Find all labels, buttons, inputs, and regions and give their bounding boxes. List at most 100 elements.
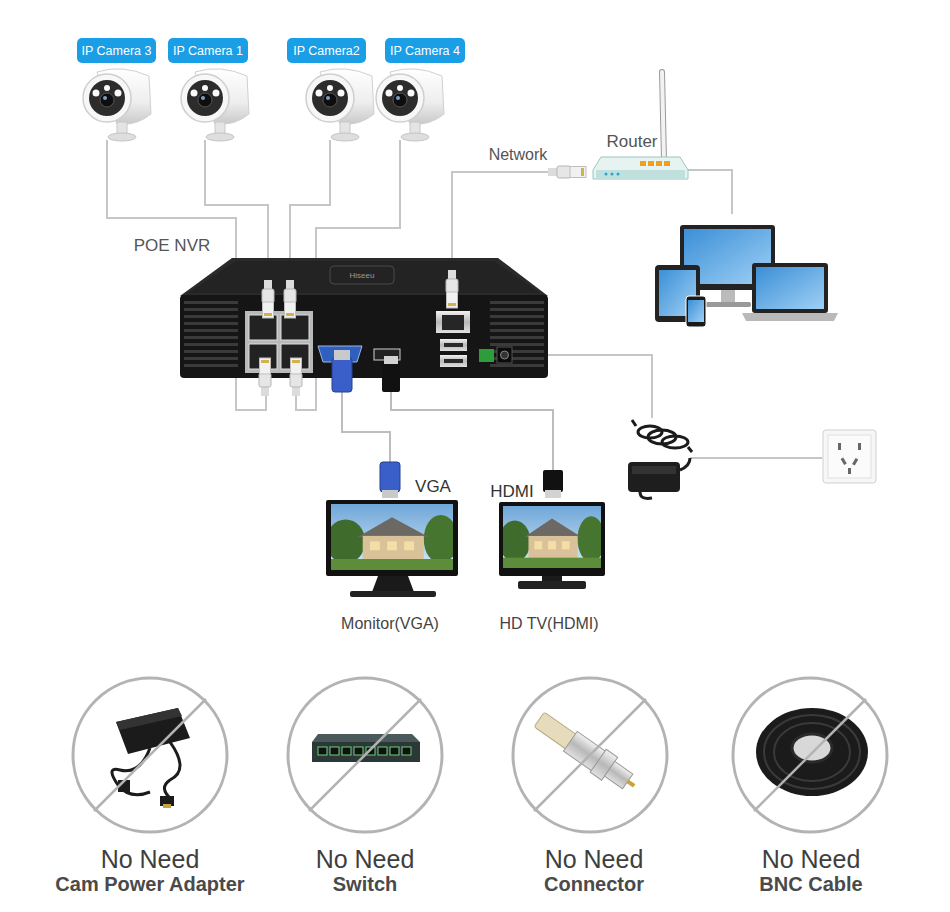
device-label: Router [606, 132, 657, 152]
circle-outline [285, 675, 445, 835]
no-need-circle: No NeedConnector [510, 675, 670, 835]
network-switch-icon [312, 734, 420, 742]
client-devices [742, 313, 838, 321]
hd-tv [499, 502, 605, 589]
vga-monitor [372, 576, 414, 592]
bnc-connector-icon [627, 780, 636, 788]
power-adapter-icon [164, 742, 180, 800]
vga-monitor [326, 500, 458, 576]
power-adapter [628, 420, 692, 498]
power-cable [690, 457, 822, 459]
camera-label: IP Camera 4 [385, 38, 465, 63]
cable-label: Network [489, 146, 548, 164]
router [640, 161, 646, 166]
display-label: Monitor(VGA) [341, 615, 439, 633]
nvr-recorder [436, 311, 470, 333]
network-switch-icon [354, 747, 363, 755]
item-name: Connector [454, 873, 734, 896]
nvr-recorder [249, 315, 277, 340]
circle-outline [733, 678, 887, 832]
rj45-plug [284, 280, 296, 318]
nvr-recorder [184, 300, 238, 370]
nvr-recorder [281, 315, 309, 340]
rj45-plug [259, 166, 586, 396]
nvr-recorder [318, 346, 362, 362]
bnc-connector-icon [531, 708, 642, 797]
rj45-plug [262, 280, 274, 318]
prohibit-slash [754, 699, 866, 811]
bnc-connector-icon [604, 761, 632, 788]
network-switch-icon [402, 747, 411, 755]
hdmi-plug [382, 362, 400, 392]
router [662, 72, 664, 160]
vga-cable [342, 392, 390, 462]
nvr-recorder [180, 258, 548, 296]
router [596, 170, 685, 179]
ip-camera [306, 69, 374, 141]
port-label: VGA [415, 477, 451, 497]
hdmi-cable [391, 392, 553, 470]
prohibit-slash [94, 699, 206, 811]
camera-name: IP Camera 3 [82, 44, 152, 58]
hdmi-plug [384, 356, 398, 364]
client-devices [756, 267, 824, 309]
vga-plug [332, 358, 352, 392]
hd-tv [518, 581, 586, 589]
power-adapter [662, 436, 688, 448]
wall-outlet [823, 430, 876, 483]
power-adapter-icon [116, 708, 190, 754]
wall-outlet [852, 458, 858, 466]
vga-plug [334, 350, 350, 360]
circle-outline [513, 678, 667, 832]
item-name: Cam Power Adapter [10, 873, 290, 896]
wall-outlet [823, 430, 876, 483]
circle-outline [288, 678, 442, 832]
no-need-heading: No Need [10, 845, 290, 874]
hd-tv [499, 506, 605, 568]
nvr-recorder [188, 261, 540, 293]
client-devices [705, 302, 751, 307]
hdmi-plug [382, 356, 563, 498]
nvr-recorder [180, 258, 548, 378]
network-cable [686, 170, 732, 214]
network-switch-icon [312, 734, 420, 762]
no-need-circle: No NeedCam Power Adapter [70, 675, 230, 835]
nvr-recorder [501, 351, 509, 359]
nvr-recorder [442, 315, 464, 330]
vga-monitor [326, 500, 458, 597]
camera-name: IP Camera2 [293, 44, 359, 58]
vga-monitor [350, 591, 436, 597]
nvr-recorder [330, 266, 394, 284]
vga-plug [332, 350, 400, 498]
item-name: Switch [225, 873, 505, 896]
nvr-recorder [245, 311, 313, 373]
rj45-plug [290, 358, 302, 396]
network-switch-icon [318, 747, 327, 755]
power-cable [512, 355, 822, 458]
network-cable [452, 172, 550, 270]
nvr-recorder [479, 349, 494, 362]
no-need-circle: No NeedSwitch [285, 675, 445, 835]
nvr-recorder [497, 347, 512, 363]
router [605, 173, 608, 176]
wall-outlet [841, 457, 847, 465]
network-switch-icon [330, 747, 339, 755]
network-switch-icon [312, 742, 420, 762]
prohibit-slash [309, 699, 421, 811]
nvr-recorder [440, 339, 467, 351]
brand-logo: Hiseeu [350, 271, 375, 280]
rj45-plug [548, 166, 586, 178]
nvr-recorder [444, 359, 463, 363]
circle-outline [730, 675, 890, 835]
power-adapter [640, 492, 652, 498]
display-label: HD TV(HDMI) [499, 615, 598, 633]
camera-label: IP Camera 1 [168, 38, 248, 63]
rj45-plug [259, 358, 271, 396]
camera-name: IP Camera 4 [390, 44, 460, 58]
camera-label: IP Camera2 [287, 38, 366, 63]
network-switch-icon [342, 747, 351, 755]
rj45-plug [290, 358, 302, 396]
rj45-plug [259, 358, 271, 396]
router [617, 173, 620, 176]
client-devices [752, 263, 828, 313]
